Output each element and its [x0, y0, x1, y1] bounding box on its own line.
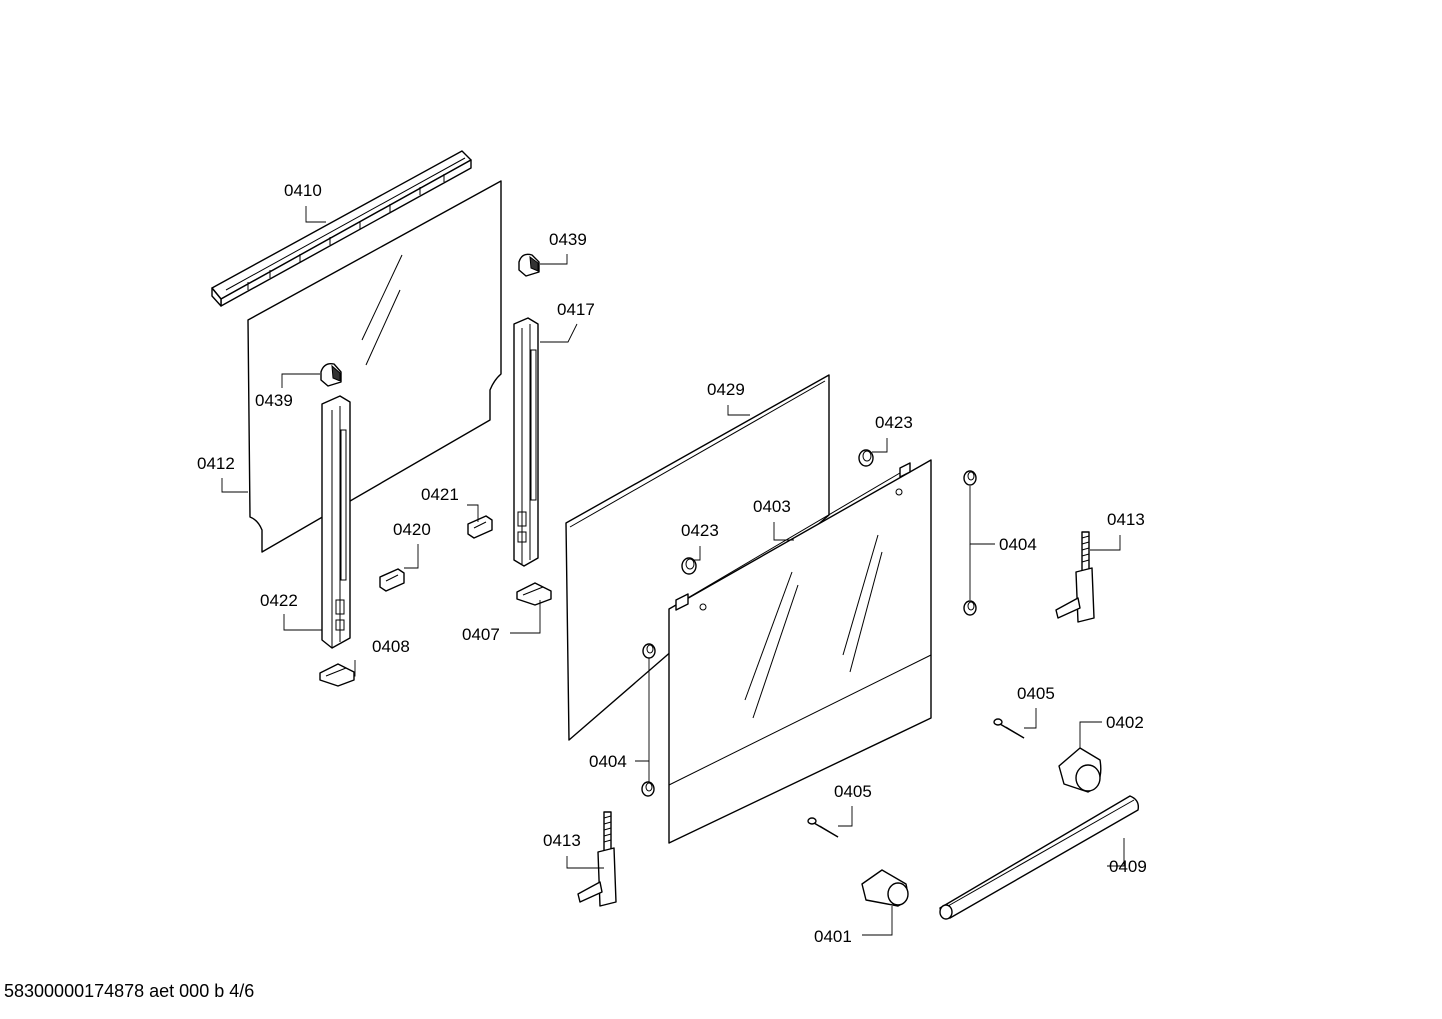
part-0413-hinge-left[interactable]	[577, 811, 617, 907]
part-0402-handle-cap[interactable]	[1058, 747, 1102, 793]
part-0405-screw-lower[interactable]	[807, 817, 839, 838]
label-0422: 0422	[260, 591, 298, 610]
part-0404-bushing-1[interactable]	[963, 470, 977, 486]
part-0401-handle-cap[interactable]	[861, 869, 909, 907]
label-0412: 0412	[197, 454, 235, 473]
part-0439-clip-left[interactable]	[320, 362, 342, 387]
part-0405-screw-upper[interactable]	[993, 718, 1025, 739]
label-0413-left: 0413	[543, 831, 581, 850]
label-0410: 0410	[284, 181, 322, 200]
part-0421-latch[interactable]	[467, 515, 493, 539]
label-0402: 0402	[1106, 713, 1144, 732]
label-0423-lower: 0423	[681, 521, 719, 540]
label-0404-left: 0404	[589, 752, 627, 771]
label-0408: 0408	[372, 637, 410, 656]
part-0423-spacer-upper[interactable]	[858, 449, 874, 467]
label-0401: 0401	[814, 927, 852, 946]
label-0429: 0429	[707, 380, 745, 399]
leader-lines	[221, 206, 1125, 936]
label-0413-right: 0413	[1107, 510, 1145, 529]
part-0412-rear-glass[interactable]	[247, 180, 502, 553]
part-0404-bushing-4[interactable]	[641, 781, 655, 797]
label-0407: 0407	[462, 625, 500, 644]
label-0423-upper: 0423	[875, 413, 913, 432]
part-0417-right-bracket[interactable]	[513, 317, 539, 567]
label-0417: 0417	[557, 300, 595, 319]
label-0420: 0420	[393, 520, 431, 539]
label-0421: 0421	[421, 485, 459, 504]
label-0409: 0409	[1109, 857, 1147, 876]
part-0410-top-trim[interactable]	[211, 150, 472, 307]
part-0413-hinge-right[interactable]	[1055, 531, 1095, 623]
part-0422-left-bracket[interactable]	[321, 395, 351, 649]
label-0403: 0403	[753, 497, 791, 516]
part-0404-bushing-2[interactable]	[963, 600, 977, 616]
part-0439-clip-right[interactable]	[518, 253, 540, 277]
document-id-footer: 58300000174878 aet 000 b 4/6	[4, 981, 255, 1001]
part-labels: 0410 0439 0417 0439 0412 0429 0423 0421 …	[197, 181, 1147, 946]
part-0403-front-door[interactable]	[668, 459, 932, 844]
part-0420-latch[interactable]	[379, 568, 405, 592]
part-0407-hinge-shoe[interactable]	[516, 582, 552, 606]
label-0405-lower: 0405	[834, 782, 872, 801]
label-0439-left: 0439	[255, 391, 293, 410]
label-0404-right: 0404	[999, 535, 1037, 554]
label-0405-upper: 0405	[1017, 684, 1055, 703]
part-0404-bushing-3[interactable]	[642, 643, 656, 659]
label-0439-right: 0439	[549, 230, 587, 249]
part-0409-handle-bar[interactable]	[939, 795, 1140, 920]
part-0408-hinge-shoe[interactable]	[319, 663, 355, 687]
part-0423-spacer-lower[interactable]	[681, 557, 697, 575]
